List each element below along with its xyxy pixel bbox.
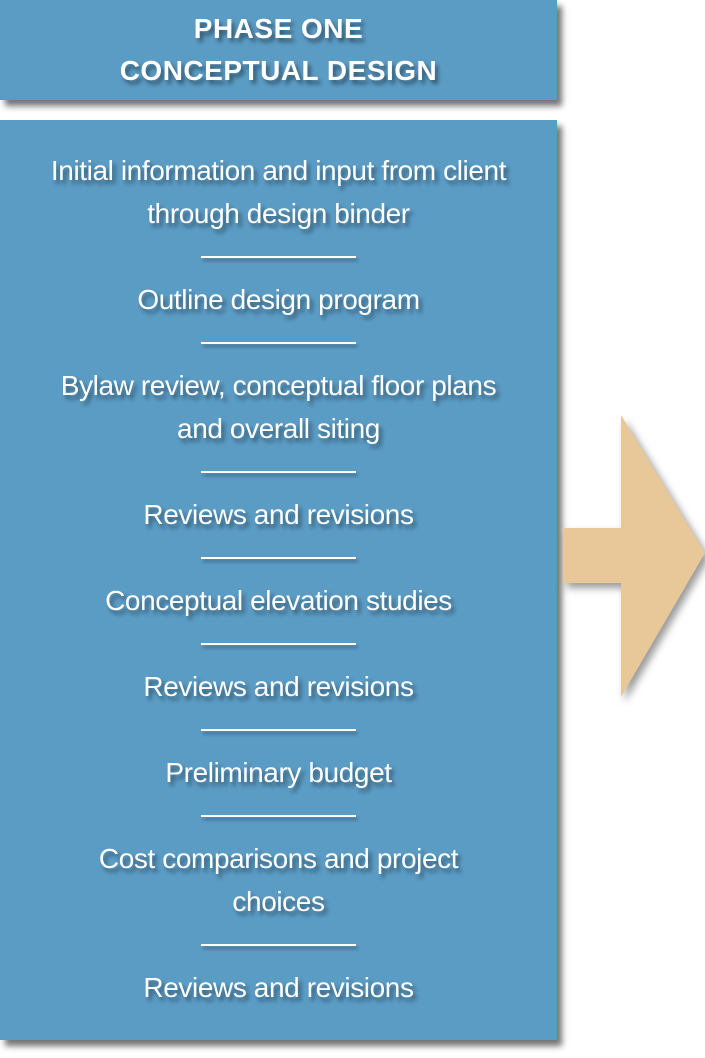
step-item: Cost comparisons and project choices xyxy=(98,843,459,917)
step-item: Conceptual elevation studies xyxy=(105,585,452,616)
steps-panel: Initial information and input from clien… xyxy=(0,120,557,1040)
divider xyxy=(0,622,557,665)
phase-header: PHASE ONE CONCEPTUAL DESIGN xyxy=(0,0,557,100)
phase-title: CONCEPTUAL DESIGN xyxy=(119,55,438,86)
divider xyxy=(0,923,557,966)
step-item: Reviews and revisions xyxy=(143,671,414,702)
phase-number: PHASE ONE xyxy=(193,13,364,44)
step-item: Bylaw review, conceptual floor plans and… xyxy=(60,370,497,444)
divider xyxy=(0,708,557,751)
divider xyxy=(0,794,557,837)
divider xyxy=(0,235,557,278)
divider xyxy=(0,450,557,493)
step-item: Initial information and input from clien… xyxy=(50,155,507,229)
divider xyxy=(0,536,557,579)
step-item: Outline design program xyxy=(137,284,420,315)
step-item: Preliminary budget xyxy=(165,757,392,788)
step-item: Reviews and revisions xyxy=(143,499,414,530)
divider xyxy=(0,321,557,364)
step-item: Reviews and revisions xyxy=(143,972,414,1003)
arrow-right-icon xyxy=(563,415,705,697)
